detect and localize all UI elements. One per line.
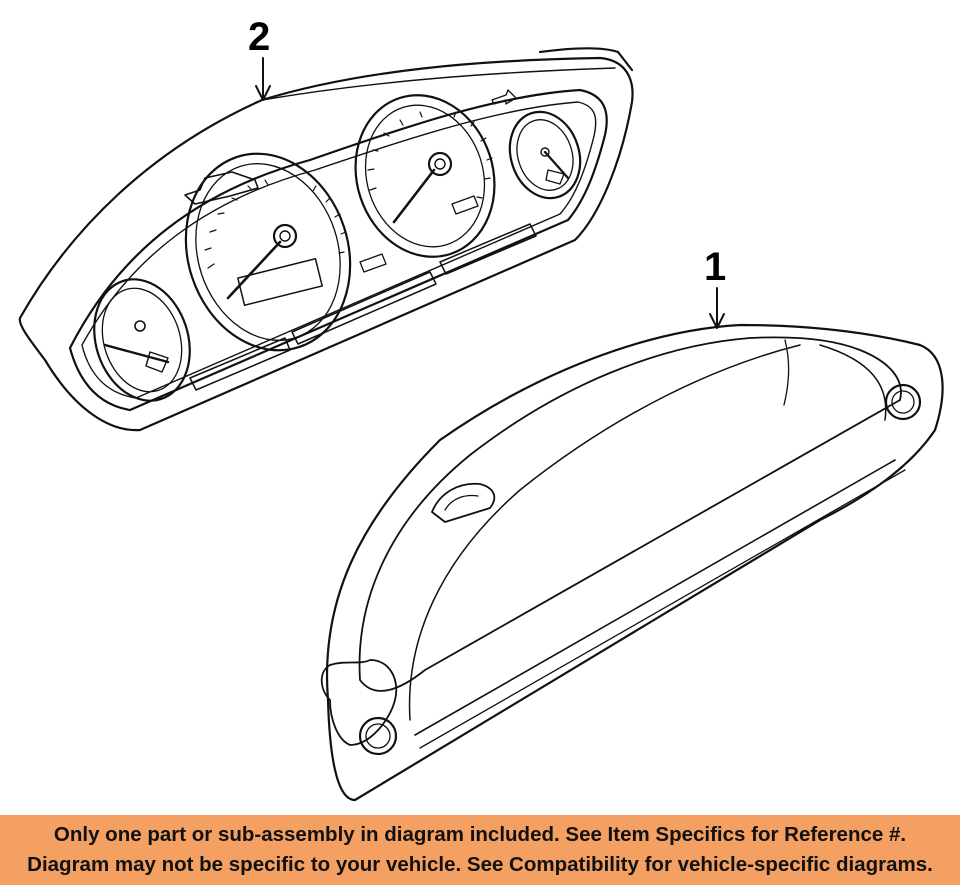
- cluster-lens: [320, 323, 944, 802]
- right-small-gauge: [508, 110, 582, 200]
- cluster-lower-lamp-strip: [189, 337, 291, 391]
- lens-right-mount-hole: [884, 383, 922, 421]
- lens-tab-slot: [431, 482, 496, 523]
- callout-2: 2: [248, 15, 271, 101]
- callout-label-2: 2: [248, 15, 270, 59]
- disclaimer-line-2: Diagram may not be specific to your vehi…: [27, 853, 933, 876]
- callout-1: 1: [704, 245, 726, 329]
- lens-inner-window: [358, 336, 902, 692]
- left-small-gauge: [93, 278, 191, 402]
- disclaimer-banner: Only one part or sub-assembly in diagram…: [0, 815, 960, 885]
- tachometer-dial: [354, 94, 496, 258]
- callout-label-1: 1: [704, 245, 726, 289]
- instrument-cluster: [18, 47, 634, 432]
- cluster-inner-bezel: [68, 88, 608, 412]
- lens-left-mount-ear: [320, 659, 398, 746]
- disclaimer-line-1: Only one part or sub-assembly in diagram…: [53, 823, 907, 846]
- parts-diagram: 2 1: [18, 15, 944, 802]
- parts-diagram-svg: 2 1: [18, 15, 944, 802]
- cluster-outer-housing: [18, 56, 634, 432]
- lens-left-mount-hole: [358, 716, 398, 756]
- lens-outer-frame: [326, 323, 944, 802]
- cluster-top-rim: [538, 47, 634, 72]
- cluster-top-connector: [184, 171, 259, 205]
- speedometer-dial: [184, 152, 352, 352]
